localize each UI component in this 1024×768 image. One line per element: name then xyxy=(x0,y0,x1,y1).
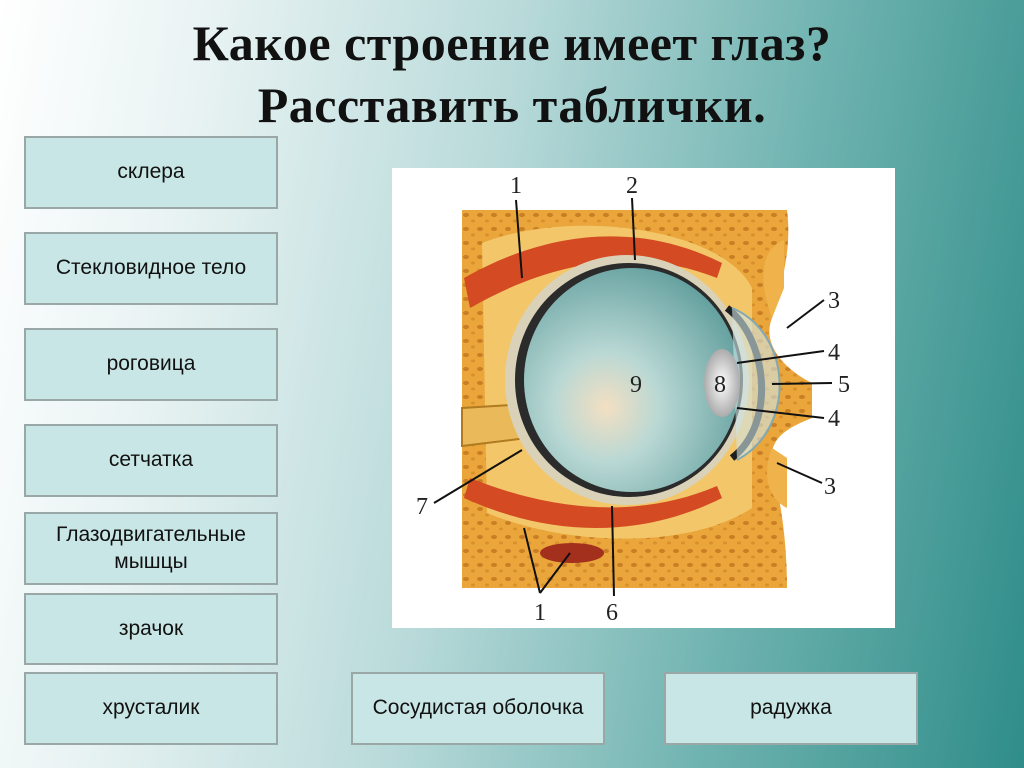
callout-number-3-bottom: 3 xyxy=(824,474,836,500)
lower-muscle xyxy=(464,478,722,528)
callout-number-8: 8 xyxy=(714,372,726,398)
callout-number-5: 5 xyxy=(838,372,850,398)
callout-number-1-top: 1 xyxy=(510,173,522,199)
eye-cross-section-illustration: 1 2 3 4 5 4 3 7 1 6 8 9 xyxy=(416,173,850,626)
upper-muscle xyxy=(464,236,722,308)
oblique-muscle xyxy=(540,543,604,563)
slide-title-line-2: Расставить таблички. xyxy=(257,77,767,133)
lens-shape xyxy=(704,349,740,417)
label-card-choroid[interactable]: Сосудистая оболочка xyxy=(351,672,605,745)
cornea-shape xyxy=(731,307,781,461)
callout-number-6: 6 xyxy=(606,600,618,626)
label-card-eye-muscles[interactable]: Глазодвигательные мышцы xyxy=(24,512,278,585)
callout-number-3-top: 3 xyxy=(828,288,840,314)
label-card-cornea[interactable]: роговица xyxy=(24,328,278,401)
label-card-lens[interactable]: хрусталик xyxy=(24,672,278,745)
callout-number-7: 7 xyxy=(416,494,428,520)
callout-number-1-bottom: 1 xyxy=(534,600,546,626)
callout-number-2: 2 xyxy=(626,173,638,199)
label-card-vitreous-body[interactable]: Стекловидное тело xyxy=(24,232,278,305)
eye-diagram: 1 2 3 4 5 4 3 7 1 6 8 9 xyxy=(392,168,895,628)
label-card-retina[interactable]: сетчатка xyxy=(24,424,278,497)
vitreous-body-shape xyxy=(524,268,740,492)
callout-number-9: 9 xyxy=(630,372,642,398)
callout-number-4-bottom: 4 xyxy=(828,406,840,432)
slide-title-line-1: Какое строение имеет глаз? xyxy=(192,15,832,71)
label-card-iris[interactable]: радужка xyxy=(664,672,918,745)
leader-lines xyxy=(433,197,833,597)
lower-eyelid xyxy=(767,448,787,508)
upper-eyelid xyxy=(763,240,784,318)
label-card-pupil[interactable]: зрачок xyxy=(24,593,278,665)
label-card-sclera[interactable]: склера xyxy=(24,136,278,209)
callout-number-4-top: 4 xyxy=(828,340,840,366)
